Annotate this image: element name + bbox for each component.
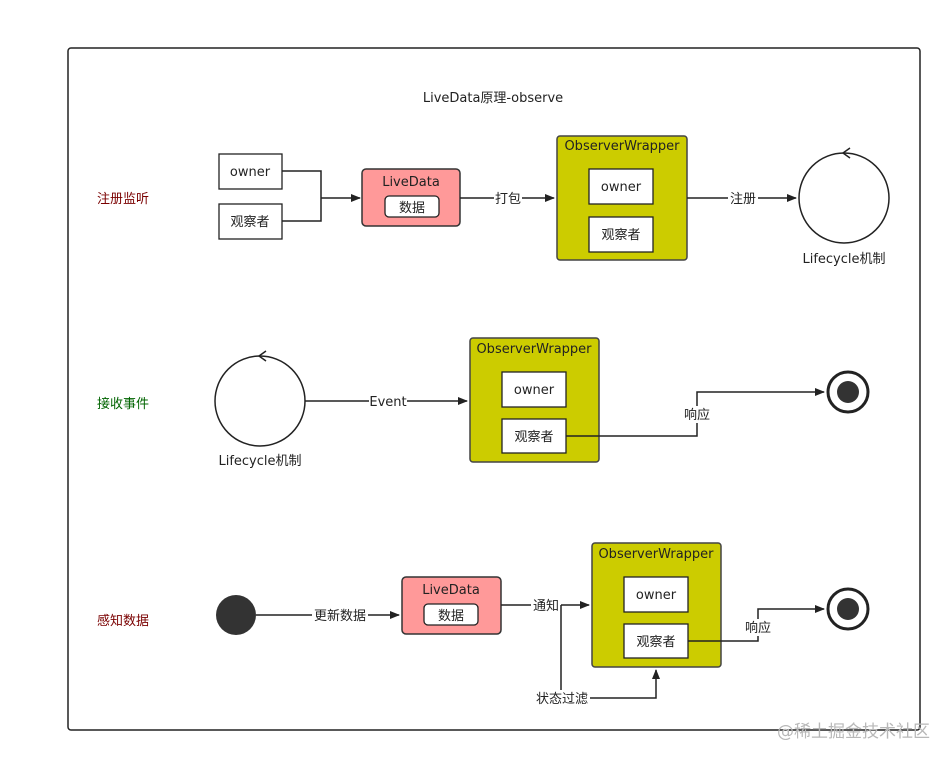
row3-notify-label: 通知 — [533, 598, 559, 614]
row1-owner-text: owner — [230, 165, 271, 180]
row2-wrapper-owner-box — [501, 371, 567, 408]
row2-label: 接收事件 — [97, 396, 149, 412]
row3-filter-label-bg — [534, 690, 590, 707]
row2-cycle-arrowhead — [257, 350, 267, 362]
row3-filter-label: 状态过滤 — [536, 692, 588, 707]
row2-wrapper-title: ObserverWrapper — [476, 342, 592, 357]
row1-wrapper-owner-box — [588, 168, 654, 205]
row3-wrapper-owner-box — [623, 576, 689, 613]
row1-lifecycle-cycle-icon — [798, 152, 890, 244]
row3-start-state-icon — [216, 595, 256, 635]
row1-pack-label-bg — [494, 190, 522, 207]
row2-wrapper-observer-box — [501, 418, 567, 454]
row2-respond-label: 响应 — [684, 407, 710, 423]
row1-register-label-bg — [728, 190, 758, 207]
row2-event-label: Event — [369, 395, 406, 410]
row1-observer-text: 观察者 — [230, 215, 269, 230]
row1-pack-label: 打包 — [495, 192, 521, 207]
row1-data-text: 数据 — [399, 201, 425, 216]
row3-end-state-icon — [826, 587, 870, 631]
row3-wrapper-observer-box — [623, 623, 689, 659]
diagram-title: LiveData原理-observe — [423, 91, 563, 106]
row3-wrapper-owner-text: owner — [636, 588, 677, 603]
row3-respond-label-bg — [743, 619, 773, 636]
row1-label: 注册监听 — [97, 192, 149, 207]
row1-wrapper-observer-box — [588, 216, 654, 253]
row1-owner-connector — [282, 170, 322, 198]
row3-update-label: 更新数据 — [314, 608, 366, 624]
row3-filter-arrow — [560, 605, 660, 699]
row2-wrapper-owner-text: owner — [514, 383, 555, 398]
row1-cycle-arrowhead — [841, 147, 851, 159]
row3-data-box — [423, 603, 479, 626]
row1-wrapper-title: ObserverWrapper — [564, 139, 680, 154]
row3-livedata-title: LiveData — [422, 583, 480, 598]
row2-respond-label-bg — [682, 406, 712, 423]
row1-observer-box — [218, 203, 283, 240]
row1-data-box — [384, 195, 440, 218]
row2-event-label-bg — [369, 393, 407, 410]
row1-register-label: 注册 — [730, 192, 756, 207]
row1-wrapper-owner-text: owner — [601, 180, 642, 195]
row3-notify-label-bg — [531, 597, 561, 614]
row1-observer-connector — [282, 198, 322, 222]
row2-wrapper-observer-text: 观察者 — [514, 430, 553, 445]
row3-wrapper-title: ObserverWrapper — [598, 547, 714, 562]
row3-label: 感知数据 — [97, 613, 149, 629]
row2-end-state-icon — [826, 370, 870, 414]
row1-wrapper-observer-text: 观察者 — [601, 228, 640, 243]
row3-update-label-bg — [312, 607, 368, 624]
row1-lifecycle-label: Lifecycle机制 — [802, 252, 885, 267]
row3-respond-label: 响应 — [745, 620, 771, 636]
watermark: @稀土掘金技术社区 — [777, 722, 930, 742]
row2-lifecycle-label: Lifecycle机制 — [218, 454, 301, 469]
row1-owner-box — [218, 153, 283, 190]
row1-livedata-title: LiveData — [382, 175, 440, 190]
row3-wrapper-observer-text: 观察者 — [636, 635, 675, 650]
row2-lifecycle-cycle-icon — [214, 355, 306, 447]
row3-data-text: 数据 — [438, 609, 464, 624]
